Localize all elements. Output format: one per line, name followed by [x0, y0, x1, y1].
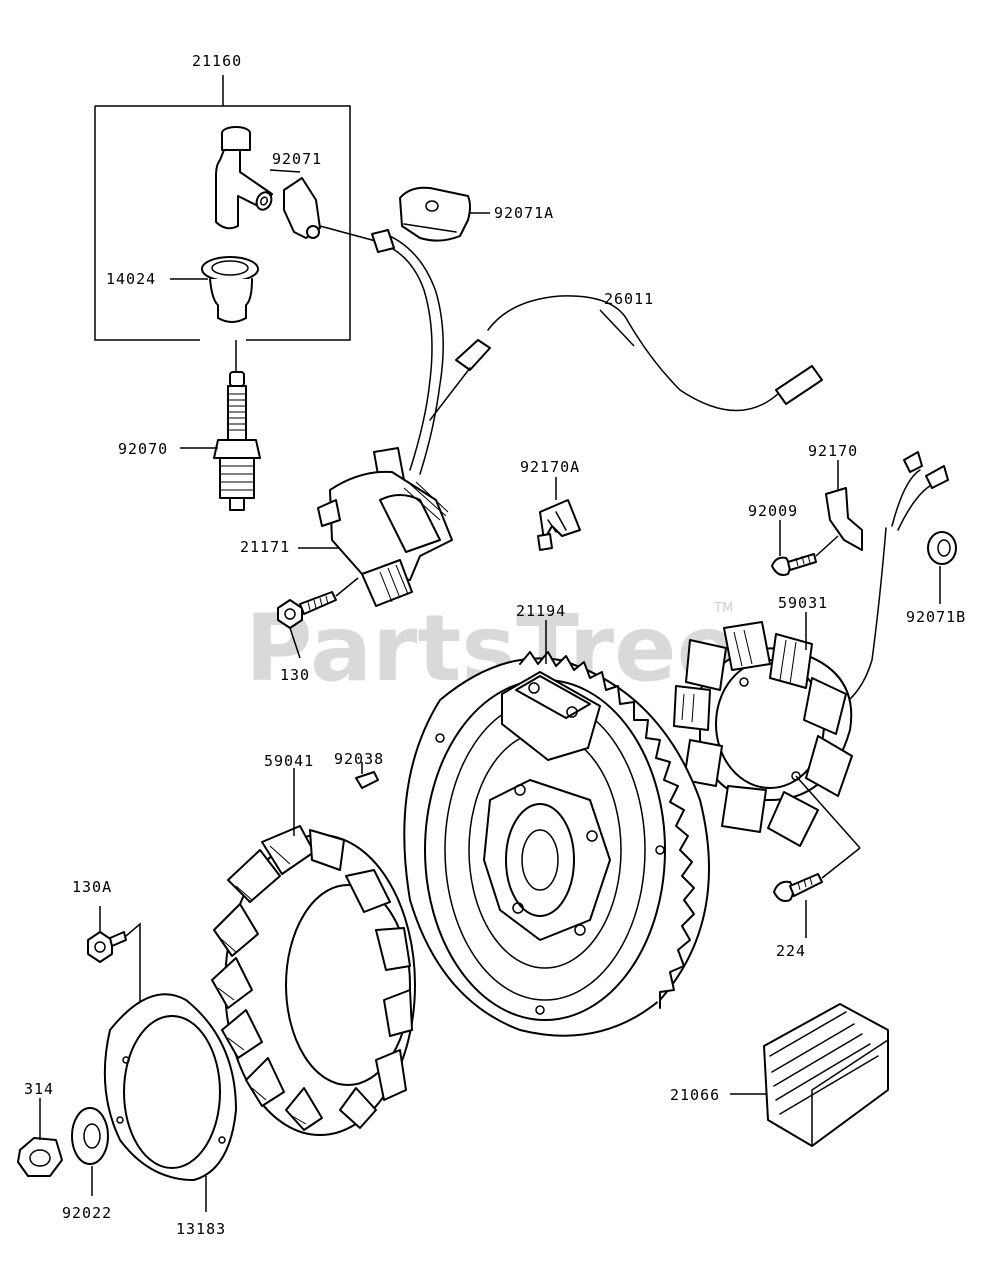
clamp-92170-part[interactable]: [825, 487, 863, 551]
label-314[interactable]: 314: [24, 1080, 54, 1098]
label-59041[interactable]: 59041: [264, 752, 314, 770]
label-92071A[interactable]: 92071A: [494, 204, 554, 222]
label-21194[interactable]: 21194: [516, 602, 566, 620]
grommet-92071A-part[interactable]: [399, 186, 471, 242]
label-92022[interactable]: 92022: [62, 1204, 112, 1222]
label-92071B[interactable]: 92071B: [906, 608, 966, 626]
label-224[interactable]: 224: [776, 942, 806, 960]
ground-lead-26011-part[interactable]: [429, 295, 823, 421]
label-26011[interactable]: 26011: [604, 290, 654, 308]
clip-92170A-part[interactable]: [537, 499, 581, 551]
boot-92071-part[interactable]: [283, 177, 373, 241]
key-92038-part[interactable]: [355, 771, 379, 789]
spark-plug-cap-group[interactable]: [94, 75, 373, 341]
leader-lines: [39, 169, 941, 1212]
screw-224-part[interactable]: [773, 847, 861, 902]
nut-314-part[interactable]: [17, 1137, 63, 1177]
label-13183[interactable]: 13183: [176, 1220, 226, 1238]
watermark-trademark: TM: [713, 601, 733, 616]
spark-plug-part[interactable]: [213, 371, 261, 511]
label-21160[interactable]: 21160: [192, 52, 242, 70]
label-130[interactable]: 130: [280, 666, 310, 684]
label-21066[interactable]: 21066: [670, 1086, 720, 1104]
seal-14024-part[interactable]: [201, 256, 259, 323]
regulator-21066-part[interactable]: [763, 1003, 889, 1147]
plug-cap-part[interactable]: [215, 126, 274, 230]
screw-92009-part[interactable]: [771, 535, 839, 576]
label-92009[interactable]: 92009: [748, 502, 798, 520]
bolt-130-part[interactable]: [277, 577, 359, 629]
label-21171[interactable]: 21171: [240, 538, 290, 556]
label-92170[interactable]: 92170: [808, 442, 858, 460]
label-92038[interactable]: 92038: [334, 750, 384, 768]
label-92070[interactable]: 92070: [118, 440, 168, 458]
label-59031[interactable]: 59031: [778, 594, 828, 612]
part-labels: 21160 92071 92071A 14024 26011 92070 921…: [24, 52, 966, 1238]
label-92170A[interactable]: 92170A: [520, 458, 580, 476]
cooling-fan-part[interactable]: [211, 825, 416, 1136]
plate-13183-part[interactable]: [103, 993, 237, 1181]
bolt-130A-part[interactable]: [87, 922, 141, 1030]
ignition-coil-part[interactable]: [317, 447, 453, 607]
grommet-92071B-part[interactable]: [927, 531, 957, 565]
label-92071[interactable]: 92071: [272, 150, 322, 168]
washer-92022-part[interactable]: [71, 1107, 109, 1165]
label-14024[interactable]: 14024: [106, 270, 156, 288]
stator-part[interactable]: [673, 451, 949, 849]
label-130A[interactable]: 130A: [72, 878, 112, 896]
flywheel-part[interactable]: [403, 651, 710, 1037]
